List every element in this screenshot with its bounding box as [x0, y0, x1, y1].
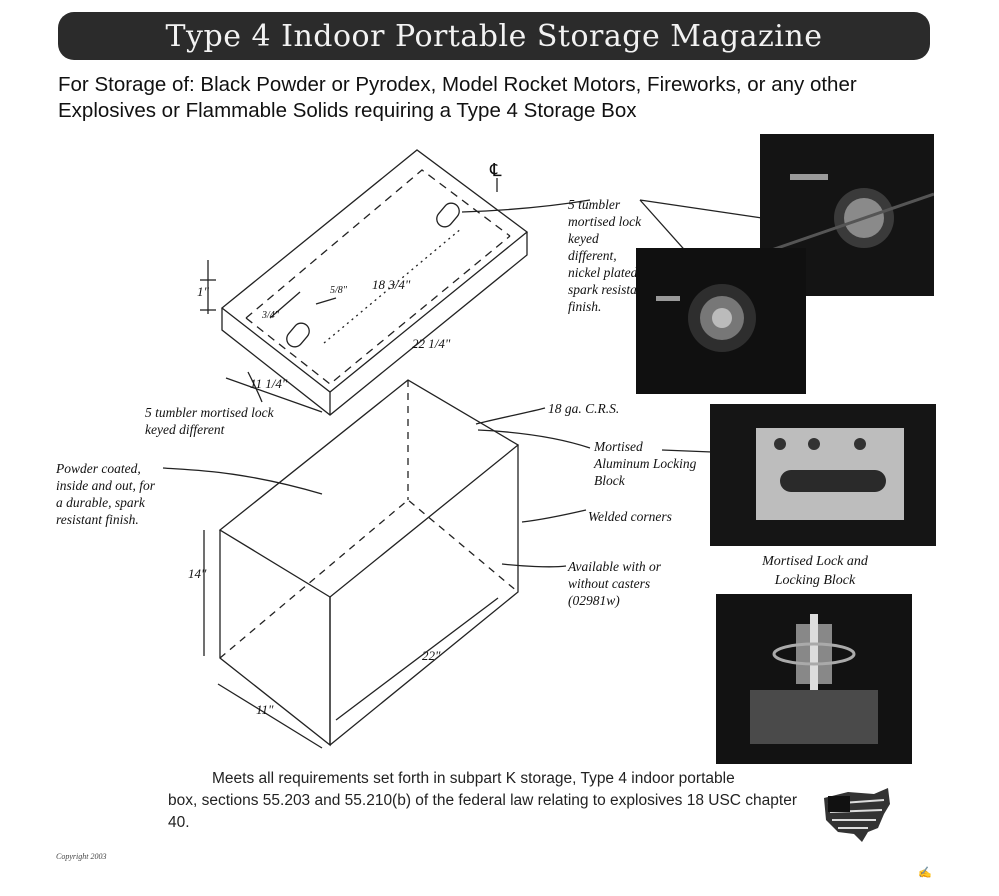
steel-gauge-callout: 18 ga. C.R.S.: [548, 401, 620, 416]
corners-callout: Welded corners: [588, 509, 672, 524]
mortised-lock-photo: [716, 594, 912, 764]
base-box-drawing: [162, 199, 763, 749]
lid-slot-offset-dim: 5/8": [330, 285, 347, 296]
compliance-line-1: Meets all requirements set forth in subp…: [212, 770, 735, 787]
lid-inner-length-dim: 18 3/4": [372, 277, 411, 292]
box-length-dim: 22": [422, 648, 441, 663]
centerline-symbol: ℄: [490, 160, 502, 180]
usa-flag-map-icon: [824, 788, 890, 842]
photo-caption: Mortised Lock and Locking Block: [762, 554, 868, 588]
lock-short-callout: 5 tumbler mortised lock keyed different: [145, 405, 274, 437]
finish-callout: Powder coated, inside and out, for a dur…: [56, 461, 156, 527]
casters-callout: Available with or without casters (02981…: [568, 559, 661, 608]
lock-photo-2: [636, 248, 806, 394]
title-banner: Type 4 Indoor Portable Storage Magazine: [58, 12, 930, 60]
lock-spec-callout: 5 tumbler mortised lock keyed different,…: [568, 197, 648, 314]
lid-length-dim: 22 1/4": [412, 336, 451, 351]
compliance-statement: Meets all requirements set forth in subp…: [168, 768, 808, 834]
compliance-line-rest: box, sections 55.203 and 55.210(b) of th…: [168, 792, 797, 831]
subtitle: For Storage of: Black Powder or Pyrodex,…: [58, 73, 857, 122]
lid-slot-width-dim: 3/4": [262, 310, 279, 321]
lid-width-dim: 11 1/4": [250, 376, 288, 391]
lid-height-dim: 1": [197, 284, 209, 299]
lid-drawing: [200, 149, 529, 416]
box-width-dim: 11": [256, 702, 274, 717]
box-height-dim: 14": [188, 566, 207, 581]
locking-block-callout: Mortised Aluminum Locking Block: [594, 439, 697, 488]
locking-block-photo: [710, 404, 936, 546]
page-title: Type 4 Indoor Portable Storage Magazine: [165, 18, 823, 54]
copyright-note: Copyright 2003: [56, 852, 107, 861]
page-mark-icon: ✍: [918, 867, 932, 879]
